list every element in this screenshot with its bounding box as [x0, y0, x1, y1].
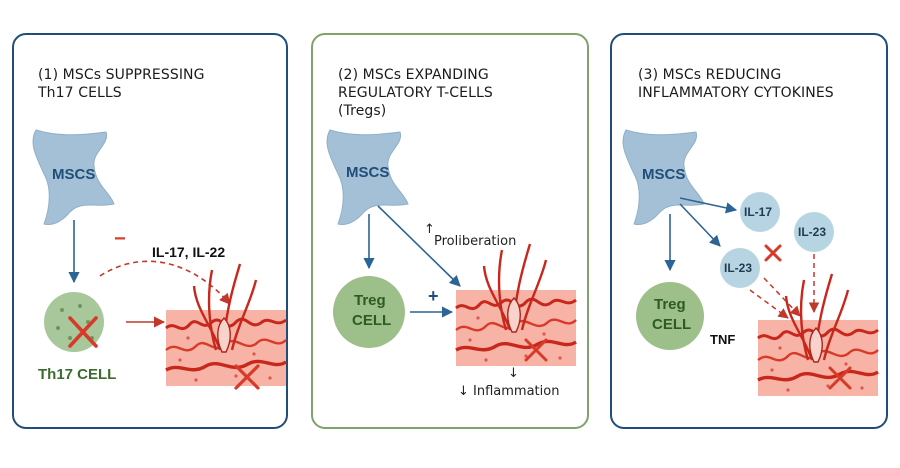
th17-cell-label: Th17 CELL	[38, 366, 117, 383]
il17-bubble-label: IL-17	[744, 205, 773, 219]
inflammation-down-arrow: ↓	[508, 366, 519, 381]
treg-label-line2: CELL	[352, 312, 392, 329]
il23-bubble-bottom	[720, 248, 760, 288]
treg-label-line1: Treg	[354, 292, 386, 309]
inflammation-label: ↓ Inflammation	[458, 384, 560, 399]
msc-label-1: MSCS	[52, 166, 96, 183]
expansion-sign: +	[428, 286, 439, 306]
il23-bubble-top-label: IL-23	[798, 225, 827, 239]
cytokine-block-x	[764, 244, 782, 262]
il23-bubble-bottom-label: IL-23	[724, 261, 753, 275]
msc-label-3: MSCS	[642, 166, 686, 183]
proliferation-up-arrow: ↑	[424, 222, 435, 237]
cytokine-label-il17-il22: IL-17, IL-22	[152, 244, 226, 260]
treg-label-3-line1: Treg	[654, 296, 686, 313]
panel-2-title: (2) MSCs EXPANDING REGULATORY T-CELLS (T…	[338, 67, 493, 119]
dashed-inhibition-arrow	[99, 260, 231, 305]
treg-label-3-line2: CELL	[652, 316, 692, 333]
il23-bubble-top	[794, 212, 834, 252]
panel-1-title: (1) MSCs SUPPRESSING Th17 CELLS	[38, 67, 205, 101]
panel-3-title: (3) MSCs REDUCING INFLAMMATORY CYTOKINES	[638, 67, 834, 101]
tnf-label: TNF	[710, 332, 736, 347]
inflamed-skin-1	[164, 262, 288, 388]
treg-cell-3	[636, 282, 704, 350]
proliferation-label: Proliberation	[434, 234, 517, 249]
inhibition-sign: −	[114, 228, 126, 250]
inflamed-skin-2	[454, 242, 578, 368]
block-x-mark	[68, 316, 98, 348]
il17-bubble	[740, 192, 780, 232]
treg-cell-2	[333, 276, 405, 348]
inflamed-skin-3	[756, 272, 880, 398]
arrow-msc-to-skin	[377, 205, 461, 287]
msc-label-2: MSCS	[346, 164, 390, 181]
